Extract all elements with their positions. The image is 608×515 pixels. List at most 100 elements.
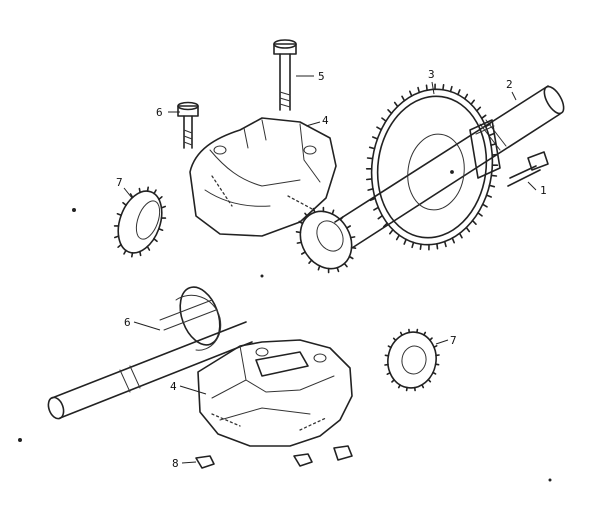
side-gear-tooth xyxy=(298,220,304,225)
ring-gear-tooth xyxy=(442,84,445,91)
side-gear-tooth xyxy=(336,266,340,273)
bevel-right-tooth xyxy=(397,384,401,389)
ring-gear-tooth xyxy=(449,85,453,93)
bevel-left-tooth xyxy=(146,245,151,251)
label-4-top: 4 xyxy=(322,114,329,127)
bevel-right-tooth xyxy=(386,371,391,376)
side-gear-tooth xyxy=(317,265,321,271)
carrier-housing-lower xyxy=(197,339,353,447)
bevel-right-tooth xyxy=(432,371,437,375)
ring-gear-tooth xyxy=(458,232,463,239)
bevel-left-tooth xyxy=(158,228,164,231)
bevel-left-tooth xyxy=(116,213,122,216)
bevel-right-tooth xyxy=(391,379,396,383)
bevel-left-tooth xyxy=(139,250,142,257)
bevel-right-tooth xyxy=(387,345,392,349)
nuts-8 xyxy=(195,445,353,469)
ring-gear-tooth xyxy=(395,234,401,241)
ring-gear-tooth xyxy=(377,214,384,220)
bevel-right-tooth xyxy=(433,344,438,349)
bevel-gear-left xyxy=(113,186,167,258)
ring-gear-tooth xyxy=(401,95,406,102)
ring-gear-tooth xyxy=(443,240,447,248)
side-gear-tooth xyxy=(349,236,356,239)
bevel-left-tooth xyxy=(123,249,127,255)
side-gear-tooth xyxy=(343,262,348,268)
bevel-right-tooth xyxy=(416,328,419,334)
scan-specks xyxy=(18,170,552,482)
carrier-housing-upper xyxy=(189,117,337,237)
ring-gear-tooth xyxy=(471,219,477,225)
bevel-left-tooth xyxy=(158,196,163,201)
label-6-bolt: 6 xyxy=(156,106,163,119)
part-labels: 5 6 4 3 2 1 7 6 4 7 8 xyxy=(116,68,547,470)
side-gear-tooth xyxy=(300,251,307,255)
bevel-right-tooth xyxy=(384,354,390,357)
bevel-right-tooth xyxy=(392,337,397,342)
ring-gear-tooth xyxy=(368,146,376,150)
ring-gear-tooth xyxy=(488,132,495,137)
ring-gear-tooth xyxy=(373,206,380,211)
ring-gear-tooth xyxy=(417,86,421,94)
side-gear-tooth xyxy=(295,231,302,234)
axle-shaft-upper xyxy=(334,85,565,249)
bevel-left-tooth xyxy=(153,189,157,195)
ring-gear-tooth xyxy=(436,243,439,250)
ring-gear-tooth xyxy=(425,84,428,91)
bevel-left-tooth xyxy=(131,252,134,258)
bevel-gear-right xyxy=(384,328,440,392)
ring-gear-tooth xyxy=(408,90,413,97)
side-gear-tooth xyxy=(339,216,344,221)
ring-gear-tooth xyxy=(381,117,387,122)
ring-gear-tooth xyxy=(465,226,471,233)
ring-gear-tooth xyxy=(411,241,415,249)
label-3: 3 xyxy=(428,68,435,81)
bevel-left-tooth xyxy=(122,201,127,207)
ring-gear-tooth xyxy=(393,101,399,108)
bevel-left-tooth xyxy=(146,186,149,192)
ring-gear-tooth xyxy=(387,109,393,115)
ring-gear-tooth xyxy=(481,203,488,208)
bolt-5 xyxy=(273,39,297,111)
side-gear-tooth xyxy=(331,209,335,215)
ring-gear-tooth xyxy=(382,222,389,228)
bevel-right-tooth xyxy=(428,337,433,341)
ring-gear-tooth xyxy=(403,238,407,245)
ring-gear-tooth xyxy=(485,194,493,198)
ring-gear-tooth xyxy=(376,126,383,131)
bevel-right-tooth xyxy=(399,331,403,337)
ring-gear-tooth xyxy=(475,106,482,112)
side-gear-tooth xyxy=(296,241,303,244)
bevel-right-tooth xyxy=(427,378,432,383)
ring-gear-tooth xyxy=(451,237,456,244)
label-7-right: 7 xyxy=(450,334,457,347)
ring-gear-tooth xyxy=(477,212,483,217)
bolt-6 xyxy=(177,101,199,149)
ring-gear-tooth xyxy=(388,228,394,235)
bevel-right-tooth xyxy=(434,363,440,366)
ring-gear-tooth xyxy=(480,114,487,120)
bearing-collar xyxy=(469,119,501,179)
label-6-shaft: 6 xyxy=(124,316,131,329)
cap-screw-right xyxy=(507,151,549,187)
label-4-bottom: 4 xyxy=(170,380,177,393)
ring-gear-tooth xyxy=(365,178,373,181)
side-gear-tooth xyxy=(304,212,309,218)
side-gear-tooth xyxy=(348,255,354,260)
side-gear-tooth xyxy=(312,207,316,214)
ring-gear-tooth xyxy=(488,184,496,188)
label-2: 2 xyxy=(506,78,513,91)
label-5: 5 xyxy=(318,70,325,83)
bevel-left-tooth xyxy=(129,193,134,199)
label-8: 8 xyxy=(172,457,179,470)
ring-gear-tooth xyxy=(491,153,499,156)
ring-gear-tooth xyxy=(470,99,476,106)
ring-gear-tooth xyxy=(490,174,498,177)
bevel-right-tooth xyxy=(423,331,427,336)
axle-shaft-lower xyxy=(47,286,253,420)
ring-gear-tooth xyxy=(367,188,374,191)
side-gear-tooth xyxy=(345,225,352,229)
ring-gear-tooth xyxy=(369,197,376,202)
bevel-left-tooth xyxy=(153,237,158,243)
